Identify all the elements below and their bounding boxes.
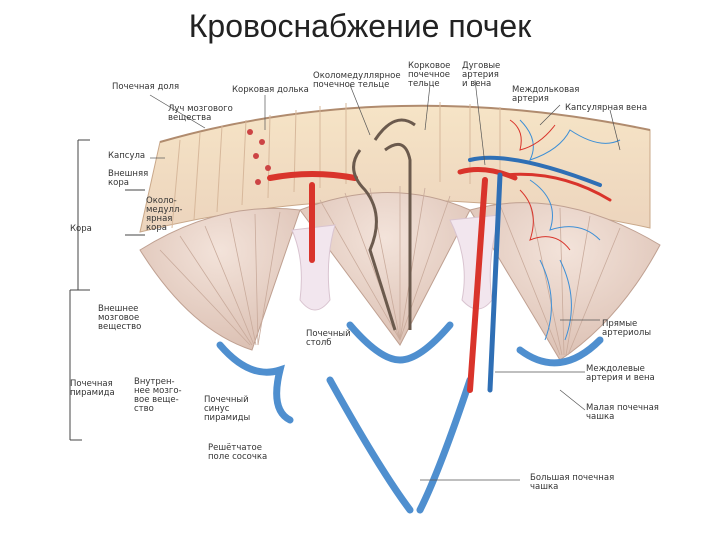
pyramid-right	[469, 202, 661, 361]
label-juxtamedullary-cortex: Около- медулл- ярная кора	[146, 196, 183, 233]
label-minor-calyx: Малая почечная чашка	[586, 403, 659, 422]
renal-column-right	[449, 214, 501, 310]
pyramid-stripes	[159, 186, 621, 356]
renal-column-left	[291, 224, 336, 311]
leader-lines	[149, 79, 621, 481]
left-brackets	[69, 139, 145, 441]
major-calyx	[326, 376, 474, 514]
minor-calyx-center	[346, 321, 454, 364]
label-inner-medulla: Внутрен- нее мозго- вое веще- ство	[134, 377, 182, 414]
label-medullary-ray: Луч мозгового вещества	[168, 104, 233, 123]
label-renal-lobe: Почечная доля	[112, 82, 180, 92]
label-outer-medulla: Внешнее мозговое вещество	[98, 304, 142, 332]
label-capsule: Капсула	[108, 151, 146, 161]
label-cribriform-area: Решётчатое поле сосочка	[208, 443, 268, 462]
label-cortical-corpuscle: Корковое почечное тельце	[408, 61, 451, 89]
nephron-tubules	[352, 118, 416, 331]
capillary-network	[519, 119, 621, 341]
arterial-network	[509, 119, 571, 251]
label-outer-cortex: Внешняя кора	[108, 169, 149, 188]
label-capsular-vein: Капсулярная вена	[565, 103, 648, 113]
minor-calyx-left	[216, 341, 294, 424]
label-interlobar-vessels: Междолевые артерия и вена	[586, 364, 655, 383]
glomeruli-left	[247, 129, 271, 185]
label-juxtamedullary-corpuscle: Околомедуллярное почечное тельце	[313, 71, 401, 90]
label-cortical-lobule: Корковая долька	[232, 85, 309, 95]
label-renal-pyramid: Почечная пирамида	[70, 379, 115, 398]
label-interlobular-artery: Междольковая артерия	[512, 85, 580, 104]
vessels-right	[457, 155, 612, 393]
label-arcuate-vessels: Дуговые артерия и вена	[462, 61, 501, 89]
artery-left	[267, 171, 358, 263]
label-major-calyx: Большая почечная чашка	[530, 473, 615, 492]
label-renal-sinus: Почечный синус пирамиды	[204, 395, 251, 423]
minor-calyx-right	[516, 336, 604, 367]
capsule-line	[159, 104, 651, 143]
label-cortex: Кора	[70, 224, 92, 234]
label-straight-arterioles: Прямые артериолы	[602, 319, 652, 338]
label-renal-column: Почечный столб	[306, 329, 351, 348]
calyx-group	[216, 321, 604, 514]
page-title: Кровоснабжение почек	[188, 8, 532, 44]
